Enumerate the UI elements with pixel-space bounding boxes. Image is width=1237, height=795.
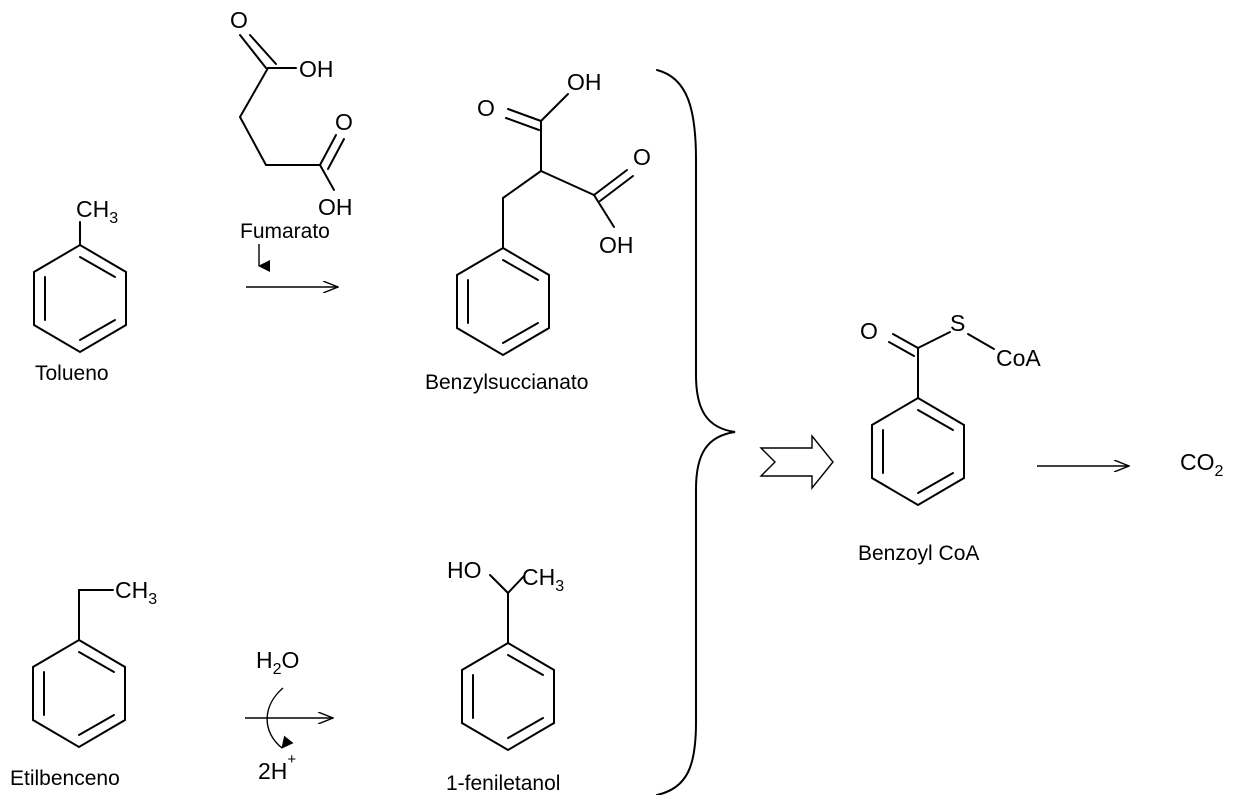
benzoyl-coa-sulfur: S — [950, 310, 965, 336]
phenylethanol-methyl-label: CH3 — [522, 564, 564, 595]
proton-label: 2H+ — [258, 751, 296, 784]
benzoyl-coa-structure: O S CoA Benzoyl CoA — [858, 310, 1041, 565]
toluene-ring — [33, 243, 127, 354]
benzoyl-coa-coa: CoA — [996, 345, 1041, 371]
toluene-structure: CH3 Tolueno — [33, 196, 127, 385]
phenylethanol-ring — [461, 641, 555, 752]
toluene-methyl-label: CH3 — [76, 196, 118, 227]
toluene-label: Tolueno — [35, 362, 109, 385]
ethylbenzene-structure: CH3 Etilbenceno — [10, 577, 157, 790]
carbon-dioxide-label: CO2 — [1180, 449, 1224, 480]
convergence-brace — [656, 69, 736, 795]
benzoyl-coa-oxygen: O — [860, 318, 878, 344]
benzylsuccinate-label: Benzylsuccianato — [425, 371, 588, 394]
fumarate-oh2: OH — [318, 194, 353, 220]
fumarate-o1: O — [230, 7, 248, 33]
benzylsuccinate-structure: O OH O OH Benzylsuccianato — [425, 69, 651, 394]
benzylsuccinate-ring — [456, 246, 550, 357]
benzylsuccinate-o1: O — [477, 95, 495, 121]
benzylsuccinate-oh2: OH — [599, 232, 634, 258]
fumarate-structure: O OH O OH Fumarato — [230, 7, 353, 272]
ethylbenzene-methyl-label: CH3 — [115, 577, 157, 608]
benzylsuccinate-oh1: OH — [567, 69, 602, 95]
phenylethanol-label: 1-feniletanol — [446, 772, 560, 795]
proton-release-arrow — [266, 687, 294, 749]
phenylethanol-hydroxyl-label: HO — [447, 557, 482, 583]
hydration-reagents: H2O 2H+ — [245, 647, 333, 784]
fumarate-label: Fumarato — [240, 220, 330, 243]
water-label: H2O — [256, 647, 299, 678]
benzoyl-coa-ring — [871, 396, 965, 507]
phenylethanol-structure: HO CH3 1-feniletanol — [446, 557, 564, 795]
fumarate-oh1: OH — [299, 56, 334, 82]
hollow-arrow — [759, 434, 834, 490]
benzylsuccinate-o2: O — [633, 144, 651, 170]
benzoyl-coa-label: Benzoyl CoA — [858, 542, 979, 565]
fumarate-o2: O — [335, 109, 353, 135]
ethylbenzene-label: Etilbenceno — [10, 767, 120, 790]
ethylbenzene-ring — [32, 638, 126, 749]
